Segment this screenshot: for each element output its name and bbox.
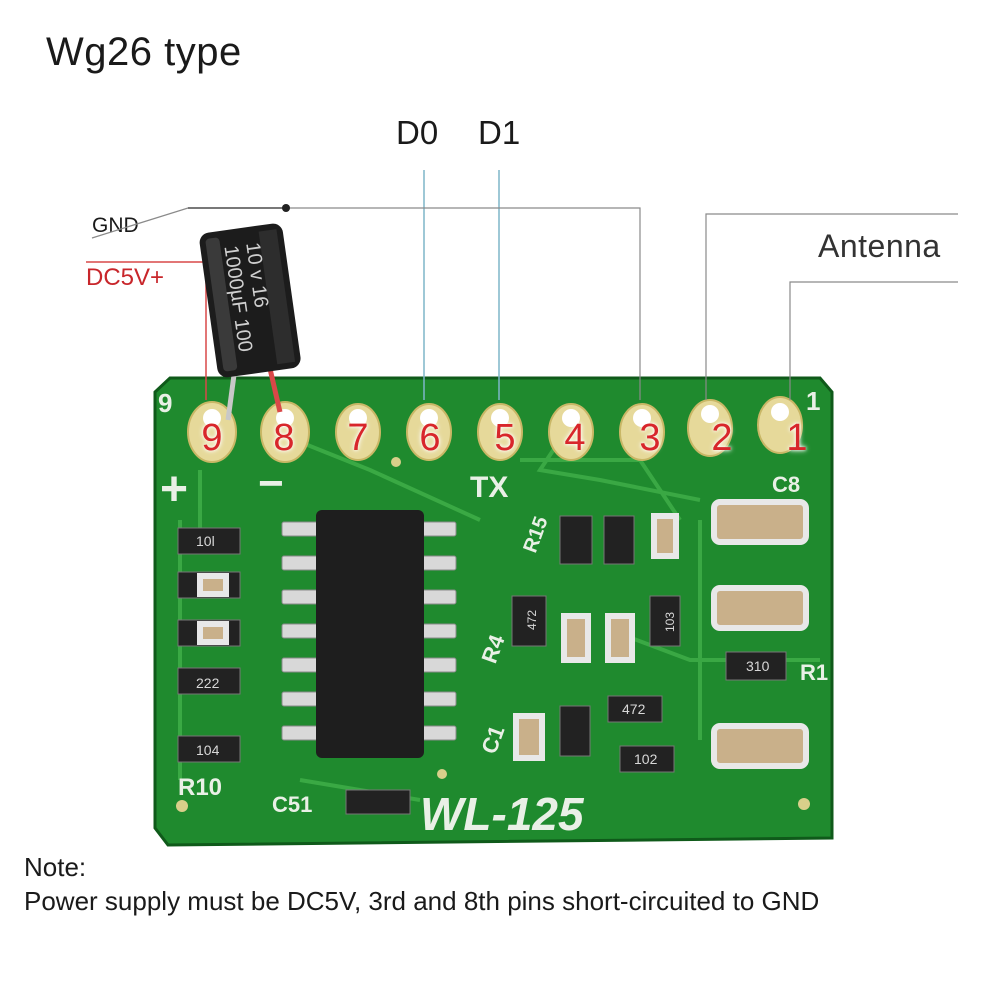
pin-3-label: 3: [639, 417, 660, 459]
resistor-code-2: 222: [196, 675, 220, 691]
electrolytic-capacitor: 1000µF 100 10 v 16: [199, 223, 301, 421]
pin-1-label: 1: [786, 417, 807, 459]
silk-r10: R10: [178, 774, 222, 801]
gnd-label: GND: [92, 214, 139, 237]
pin-6-label: 6: [419, 417, 440, 459]
minus-silk: −: [258, 459, 284, 508]
resistor-code-8: 103: [663, 612, 677, 632]
pin-9-label: 9: [201, 417, 222, 459]
note-heading: Note:: [24, 852, 87, 882]
tx-silk: TX: [470, 471, 508, 504]
ic-chip: [281, 510, 457, 758]
resistor-code-7: 472: [525, 610, 539, 630]
corner-1-label: 1: [806, 386, 820, 416]
pin-2-label: 2: [711, 417, 732, 459]
smd-components: 10l 222 104 310 472 102 472 103: [177, 499, 809, 815]
silk-r1: R1: [800, 660, 828, 685]
pin-4-label: 4: [564, 417, 585, 459]
pin-numbers: 9 8 7 6 5 4 3 2 1: [201, 417, 807, 459]
note-block: Note: Power supply must be DC5V, 3rd and…: [24, 850, 819, 918]
pin-5-label: 5: [494, 417, 515, 459]
resistor-code-5: 472: [622, 701, 646, 717]
diagram-title: Wg26 type: [46, 30, 242, 74]
model-silk: WL-125: [420, 788, 585, 840]
d0-label: D0: [396, 114, 439, 151]
resistor-code-4: 310: [746, 658, 770, 674]
d1-label: D1: [478, 114, 521, 151]
silk-c8: C8: [772, 472, 800, 497]
pin-7-label: 7: [347, 417, 368, 459]
silk-c51: C51: [272, 792, 312, 817]
resistor-code-6: 102: [634, 751, 658, 767]
plus-silk: +: [160, 463, 188, 516]
resistor-code-1: 10l: [196, 533, 215, 549]
antenna-label: Antenna: [818, 228, 941, 264]
corner-9-label: 9: [158, 388, 172, 418]
pin-pads: [187, 396, 803, 463]
note-text: Power supply must be DC5V, 3rd and 8th p…: [24, 886, 820, 916]
dc5v-label: DC5V+: [86, 264, 165, 291]
resistor-code-3: 104: [196, 742, 220, 758]
pin-8-label: 8: [273, 417, 294, 459]
